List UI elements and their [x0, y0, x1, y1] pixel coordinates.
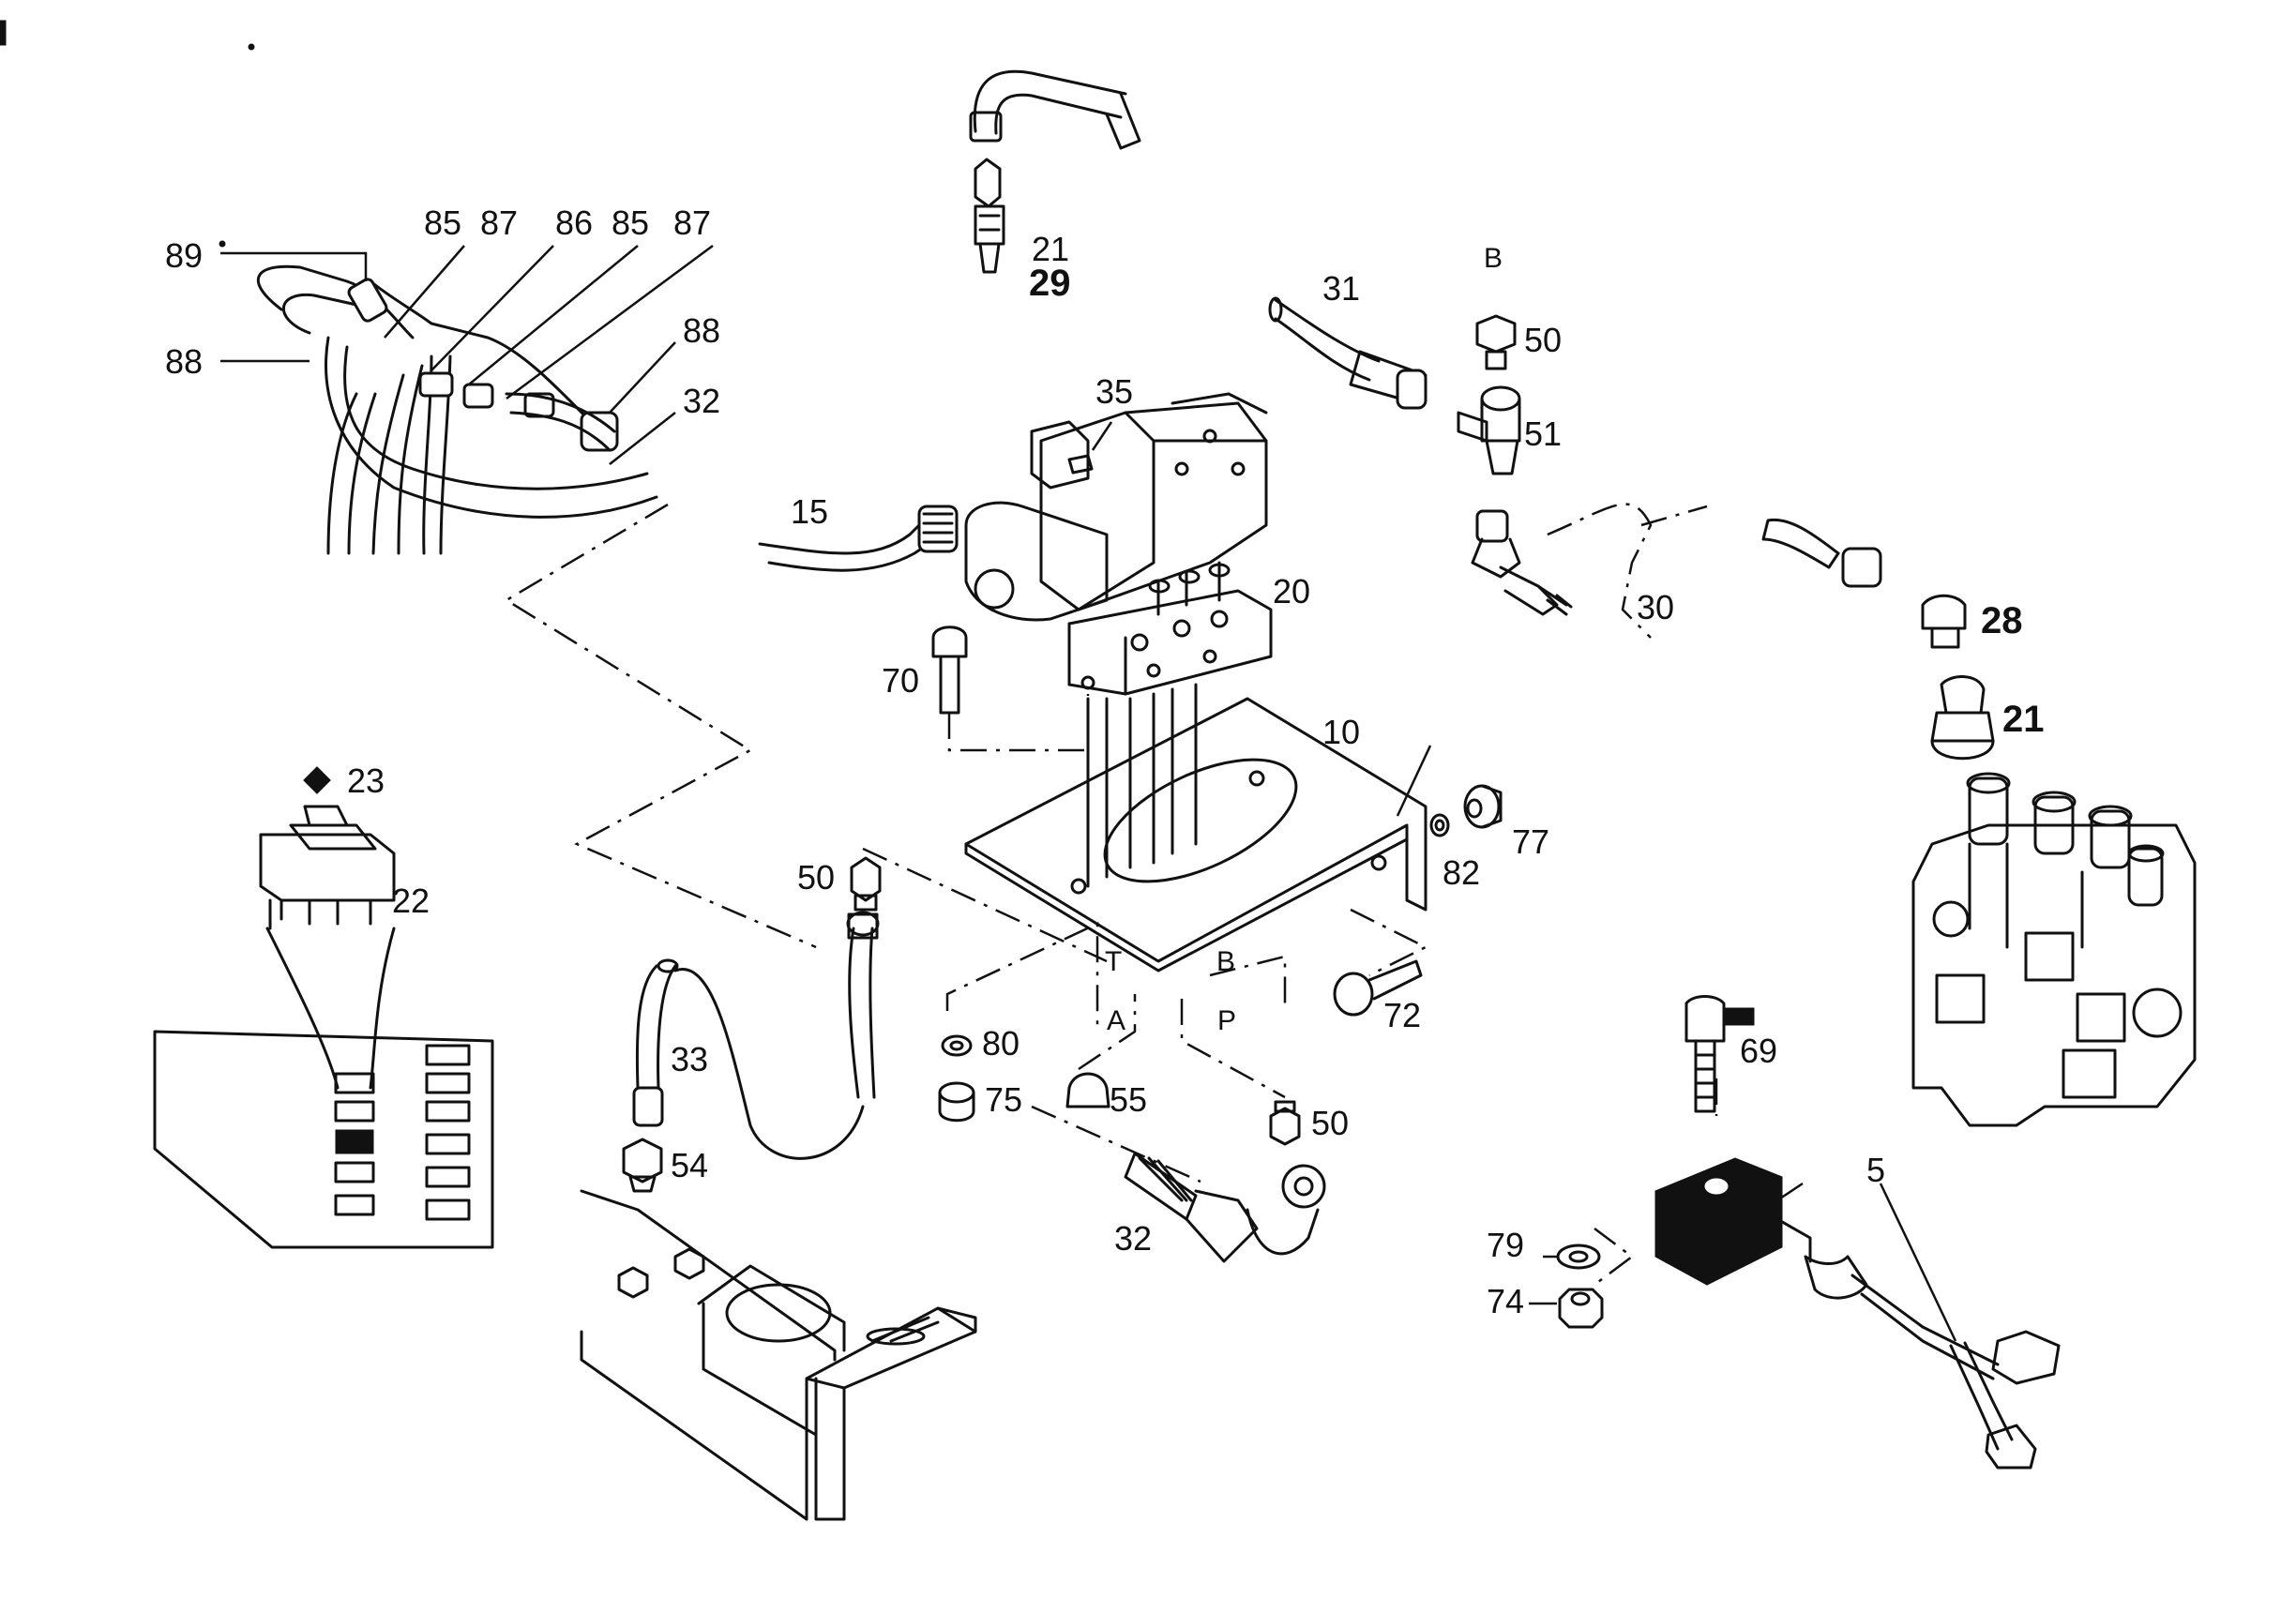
label-5: 5 [1866, 1151, 1885, 1189]
label-89: 89 [165, 236, 203, 275]
label-15: 15 [791, 492, 828, 531]
hose-assembly-left [256, 264, 658, 555]
washer-79 [1556, 1244, 1601, 1270]
connector-15 [758, 505, 959, 572]
label-85-b: 85 [612, 204, 649, 242]
tee-fitting-51 [1457, 385, 1521, 475]
bolt-70 [931, 626, 1090, 752]
leader-lines [220, 244, 1957, 1342]
washer-82 [1429, 813, 1450, 837]
hose-31 [1268, 296, 1427, 410]
label-22: 22 [392, 882, 430, 920]
nut-77 [1463, 784, 1503, 829]
label-88-right: 88 [683, 311, 720, 350]
fitting-50-mid [850, 856, 882, 912]
label-54: 54 [671, 1146, 708, 1184]
label-82: 82 [1443, 853, 1480, 892]
label-35: 35 [1095, 372, 1133, 411]
callout-labels: 89 88 85 87 86 85 87 88 32 21 29 31 B 50… [165, 204, 2045, 1320]
label-50-top: 50 [1524, 321, 1562, 359]
cap-28 [1921, 594, 1967, 649]
label-74: 74 [1487, 1282, 1524, 1320]
label-55: 55 [1110, 1080, 1147, 1119]
fitting-54 [622, 1138, 663, 1193]
label-87-a: 87 [480, 204, 518, 242]
hose-top [969, 69, 1141, 274]
label-21-top: 21 [1032, 230, 1069, 268]
speck [248, 43, 255, 51]
label-b-mid: B [1216, 946, 1235, 977]
nut-74 [1558, 1288, 1604, 1329]
label-85-a: 85 [424, 204, 461, 242]
label-79: 79 [1487, 1226, 1524, 1264]
label-32-top: 32 [683, 382, 720, 420]
tank-base [580, 1189, 977, 1521]
label-86: 86 [555, 204, 593, 242]
rocker-switch [259, 805, 396, 930]
label-20: 20 [1273, 572, 1310, 611]
label-b-top: B [1484, 243, 1503, 274]
label-89-dot [219, 240, 226, 248]
label-51: 51 [1524, 415, 1562, 453]
fitting-50-top [1475, 314, 1517, 370]
label-30: 30 [1637, 588, 1674, 626]
label-80: 80 [982, 1024, 1020, 1063]
label-p: P [1217, 1005, 1236, 1036]
label-87-b: 87 [673, 204, 711, 242]
label-28: 28 [1981, 600, 2023, 641]
washer-80 [941, 1034, 973, 1057]
label-10: 10 [1322, 713, 1360, 751]
label-32-low: 32 [1114, 1219, 1152, 1258]
cap-55 [1065, 1072, 1110, 1108]
label-t: T [1105, 946, 1122, 977]
label-33: 33 [671, 1040, 708, 1078]
valve-block [964, 392, 1268, 622]
solenoid-coil [1654, 1157, 2061, 1470]
fitting-50-low [1269, 1100, 1301, 1146]
label-a: A [1107, 1005, 1125, 1036]
label-72: 72 [1383, 996, 1421, 1034]
switch-panel [153, 927, 494, 1249]
diamond-23 [303, 766, 331, 794]
label-50-mid: 50 [797, 858, 835, 897]
label-21-right: 21 [2002, 699, 2045, 740]
directional-valve [1911, 772, 2197, 1127]
label-75: 75 [985, 1080, 1022, 1119]
label-69: 69 [1740, 1032, 1777, 1070]
adapter-plate [1067, 561, 1273, 696]
connection-lines [504, 503, 1718, 1286]
label-23: 23 [347, 761, 385, 800]
bolt-69 [1684, 995, 1755, 1113]
label-29: 29 [1029, 263, 1071, 304]
nut-75 [938, 1081, 975, 1123]
label-50-low: 50 [1311, 1104, 1349, 1142]
bracket-plate [964, 683, 1427, 972]
bolt-72 [1333, 959, 1423, 1017]
label-31: 31 [1322, 269, 1360, 308]
label-88-left: 88 [165, 342, 203, 381]
hose-33 [632, 911, 880, 1160]
sensor-30 [1471, 509, 1882, 616]
hose-32-lower [1124, 1152, 1326, 1263]
label-70: 70 [882, 661, 919, 700]
grommet-21 [1930, 675, 1995, 761]
label-77: 77 [1512, 822, 1549, 861]
corner-mark [0, 20, 7, 46]
